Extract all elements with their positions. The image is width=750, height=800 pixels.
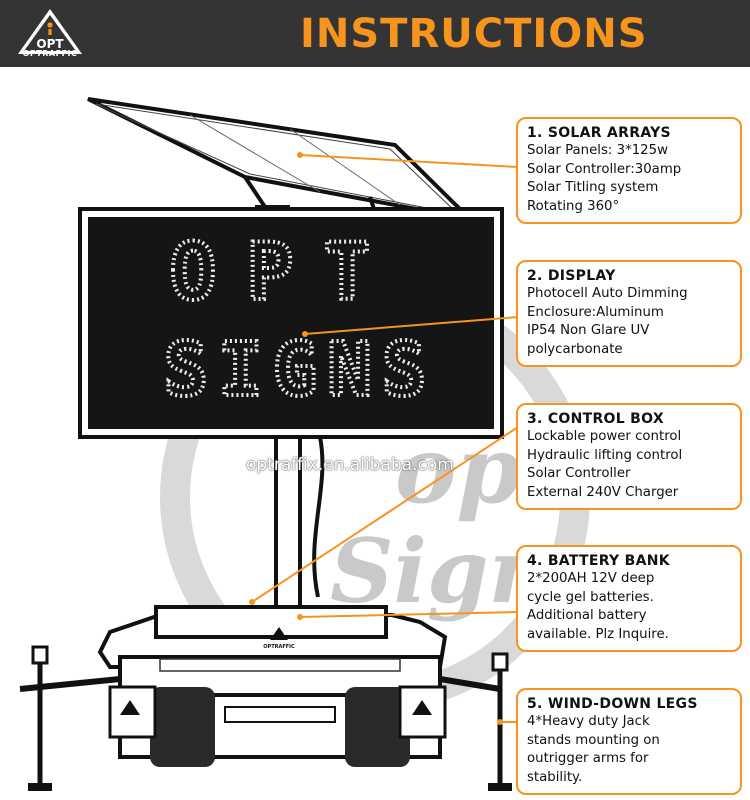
callout-line: Additional battery bbox=[527, 608, 647, 623]
svg-text:OPT: OPT bbox=[36, 37, 64, 51]
page-title: INSTRUCTIONS bbox=[300, 11, 648, 57]
callout-line: Solar Controller:30amp bbox=[527, 161, 682, 177]
callout-line: Solar Titling system bbox=[527, 180, 659, 195]
callout-title: 4. BATTERY BANK bbox=[527, 553, 670, 569]
callout-line: IP54 Non Glare UV bbox=[527, 323, 650, 338]
solar-panel bbox=[87, 97, 477, 223]
trailer-brand-label: OPTRAFFIC bbox=[263, 644, 295, 650]
callout-line: cycle gel batteries. bbox=[527, 589, 654, 605]
callout-solar-arrays: 1. SOLAR ARRAYS Solar Panels: 3*125w Sol… bbox=[516, 117, 742, 224]
watermark-url: optraffix.en.alibaba.com bbox=[246, 455, 454, 475]
callout-line: Photocell Auto Dimming bbox=[527, 286, 688, 301]
callout-line: 4*Heavy duty Jack bbox=[527, 714, 650, 729]
callout-line: stands mounting on bbox=[527, 732, 660, 748]
callout-line: stability. bbox=[527, 769, 583, 785]
callout-line: Hydraulic lifting control bbox=[527, 447, 683, 463]
callout-title: 3. CONTROL BOX bbox=[527, 411, 664, 427]
sign-text-line-2: SIGNS bbox=[164, 327, 437, 413]
callout-line: polycarbonate bbox=[527, 341, 623, 357]
callout-battery-bank: 4. BATTERY BANK 2*200AH 12V deep cycle g… bbox=[516, 545, 742, 652]
callout-display: 2. DISPLAY Photocell Auto Dimming Enclos… bbox=[516, 260, 742, 367]
callout-line: Enclosure:Aluminum bbox=[527, 304, 664, 320]
header-banner: OPT OPTRAFFIC INSTRUCTIONS bbox=[0, 0, 750, 67]
callout-title: 5. WIND-DOWN LEGS bbox=[527, 696, 698, 712]
callout-line: 2*200AH 12V deep bbox=[527, 571, 655, 586]
callout-line: External 240V Charger bbox=[527, 484, 679, 500]
callout-line: Solar Panels: 3*125w bbox=[527, 143, 668, 158]
mast bbox=[274, 435, 325, 609]
callout-line: available. Plz Inquire. bbox=[527, 626, 669, 642]
callout-line: Solar Controller bbox=[527, 466, 631, 481]
optraffic-logo: OPT bbox=[18, 9, 82, 54]
callout-wind-down-legs: 5. WIND-DOWN LEGS 4*Heavy duty Jack stan… bbox=[516, 688, 742, 795]
sign-text-line-1: OPT bbox=[170, 228, 401, 318]
callout-line: Rotating 360° bbox=[527, 198, 620, 214]
callout-line: outrigger arms for bbox=[527, 751, 649, 766]
callout-lines bbox=[249, 152, 519, 725]
callout-control-box: 3. CONTROL BOX Lockable power control Hy… bbox=[516, 403, 742, 510]
led-sign-board: OPT SIGNS bbox=[78, 207, 504, 439]
callout-line: Lockable power control bbox=[527, 429, 682, 444]
callout-title: 1. SOLAR ARRAYS bbox=[527, 125, 671, 141]
callout-title: 2. DISPLAY bbox=[527, 268, 616, 284]
brand-name: OPTRAFFIC bbox=[22, 49, 78, 58]
trailer: OPTRAFFIC bbox=[19, 605, 512, 791]
